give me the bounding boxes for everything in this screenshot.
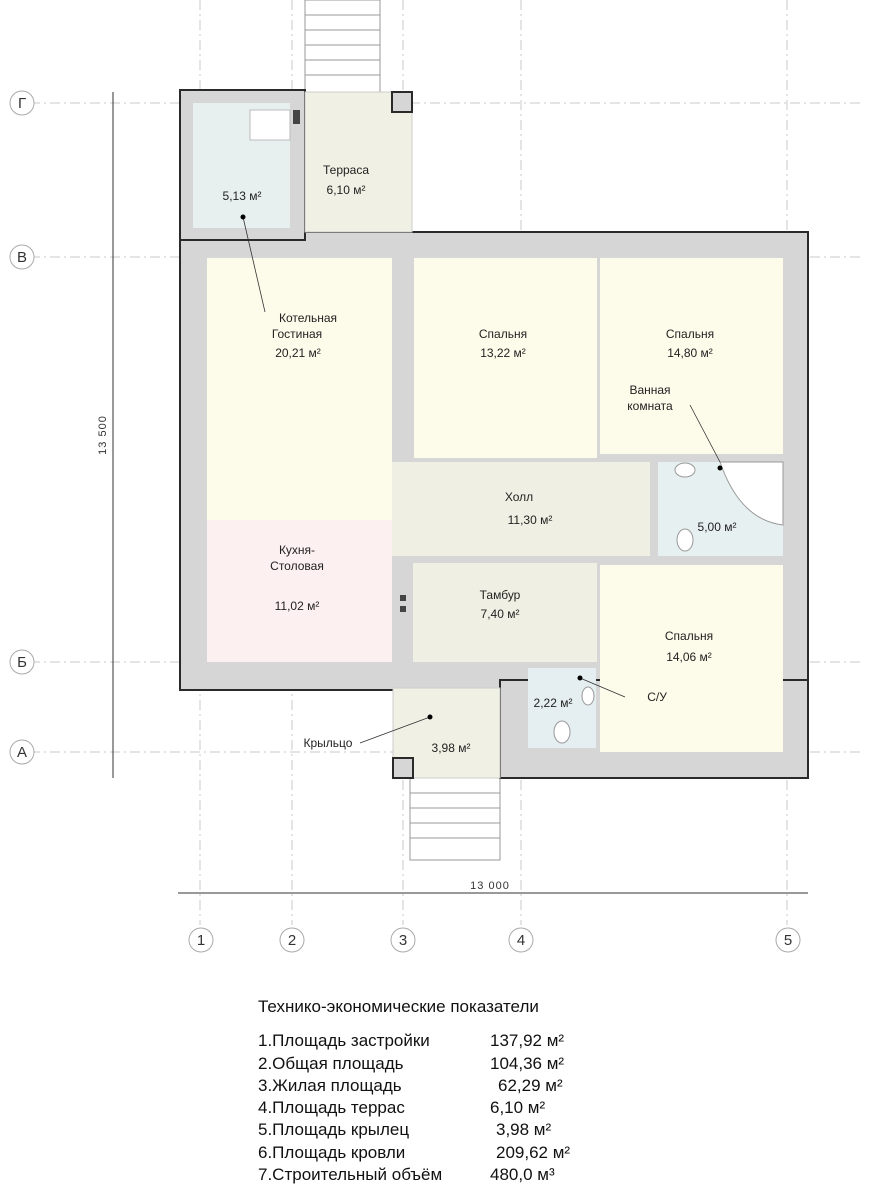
living-name: Гостиная xyxy=(272,327,322,341)
indicator-label: 6.Площадь кровли xyxy=(258,1142,406,1162)
indicator-row: 3.Жилая площадь 62,29 м² xyxy=(258,1075,570,1097)
stairs-bottom xyxy=(409,777,501,861)
indicator-label: 5.Площадь крылец xyxy=(258,1120,410,1140)
bathtub xyxy=(719,461,784,526)
stairs-top xyxy=(304,0,381,93)
porch-name: Крыльцо xyxy=(304,736,353,750)
toilet xyxy=(676,528,694,552)
dimension-horizontal: 13 000 xyxy=(470,880,510,892)
svg-text:5: 5 xyxy=(784,932,792,949)
indicator-value: 104,36 м² xyxy=(490,1053,565,1073)
toilet xyxy=(553,720,571,744)
indicator-label: 1.Площадь застройки xyxy=(258,1031,430,1051)
room-bedroom2 xyxy=(600,258,783,454)
dimension-vertical: 13 500 xyxy=(97,415,109,455)
bathroom-name2: комната xyxy=(627,399,673,413)
svg-text:А: А xyxy=(17,744,27,761)
hall-name: Холл xyxy=(505,490,533,504)
leader-lines xyxy=(242,216,721,744)
sink xyxy=(674,462,696,478)
indicator-value: 137,92 м² xyxy=(490,1031,565,1051)
terrace-name: Терраса xyxy=(323,163,369,177)
vestibule-name: Тамбур xyxy=(480,588,521,602)
room-bedroom1 xyxy=(414,258,597,458)
room-bedroom3 xyxy=(600,565,783,752)
boiler-name: Котельная xyxy=(279,311,337,325)
indicator-label: 2.Общая площадь xyxy=(258,1053,404,1073)
bedroom3-name: Спальня xyxy=(665,629,713,643)
svg-text:3: 3 xyxy=(399,932,407,949)
boiler-fixture xyxy=(249,109,291,141)
indicator-row: 7.Строительный объём 480,0 м³ xyxy=(258,1164,570,1186)
indicator-row: 5.Площадь крылец 3,98 м² xyxy=(258,1119,570,1141)
bedroom1-name: Спальня xyxy=(479,327,527,341)
column-axis-markers: 1 2 3 4 5 xyxy=(188,927,801,953)
hall-area: 11,30 м² xyxy=(508,513,553,527)
svg-text:2: 2 xyxy=(288,932,296,949)
indicator-value: 3,98 м² xyxy=(496,1120,552,1140)
bathroom-name: Ванная xyxy=(629,383,670,397)
column xyxy=(391,91,413,113)
wc-name: С/У xyxy=(647,690,667,704)
indicators-table: Технико-экономические показатели 1.Площа… xyxy=(258,996,570,1186)
indicator-row: 2.Общая площадь 104,36 м² xyxy=(258,1053,570,1075)
kitchen-area: 11,02 м² xyxy=(275,599,320,613)
room-kitchen xyxy=(207,520,392,662)
indicator-row: 4.Площадь террас 6,10 м² xyxy=(258,1097,570,1119)
room-vestibule xyxy=(413,563,597,662)
indicator-value: 209,62 м² xyxy=(496,1142,571,1162)
indicator-label: 3.Жилая площадь xyxy=(258,1075,402,1095)
sink xyxy=(581,686,595,706)
vestibule-area: 7,40 м² xyxy=(481,607,520,621)
bathroom-area: 5,00 м² xyxy=(698,520,737,534)
porch-area: 3,98 м² xyxy=(432,741,471,755)
kitchen-name2: Столовая xyxy=(270,559,324,573)
svg-text:Б: Б xyxy=(17,654,27,671)
column xyxy=(392,757,414,779)
svg-text:4: 4 xyxy=(517,932,525,949)
svg-text:1: 1 xyxy=(197,932,205,949)
room-terrace xyxy=(304,91,413,233)
indicator-row: 1.Площадь застройки 137,92 м² xyxy=(258,1030,570,1052)
indicator-value: 6,10 м² xyxy=(490,1098,546,1118)
living-area: 20,21 м² xyxy=(275,346,321,360)
svg-text:В: В xyxy=(17,249,27,266)
indicator-label: 7.Строительный объём xyxy=(258,1165,443,1185)
svg-text:Г: Г xyxy=(18,95,26,112)
indicator-row: 6.Площадь кровли 209,62 м² xyxy=(258,1142,570,1164)
bedroom2-name: Спальня xyxy=(666,327,714,341)
indicator-value: 480,0 м³ xyxy=(490,1165,555,1185)
bedroom3-area: 14,06 м² xyxy=(666,650,712,664)
indicator-value: 62,29 м² xyxy=(498,1075,563,1095)
boiler-area: 5,13 м² xyxy=(223,189,262,203)
bedroom2-area: 14,80 м² xyxy=(667,346,713,360)
indicators-title: Технико-экономические показатели xyxy=(258,997,539,1016)
room-living xyxy=(207,258,392,520)
terrace-area: 6,10 м² xyxy=(327,183,366,197)
room-hall xyxy=(392,462,650,556)
kitchen-name: Кухня- xyxy=(279,543,315,557)
wc-area: 2,22 м² xyxy=(534,696,573,710)
bedroom1-area: 13,22 м² xyxy=(480,346,526,360)
chimney xyxy=(293,110,300,124)
floor-plan: Терраса 6,10 м² 5,13 м² Котельная Гостин… xyxy=(9,0,860,953)
indicator-label: 4.Площадь террас xyxy=(258,1098,405,1118)
row-axis-markers: Г В Б А xyxy=(9,90,35,765)
